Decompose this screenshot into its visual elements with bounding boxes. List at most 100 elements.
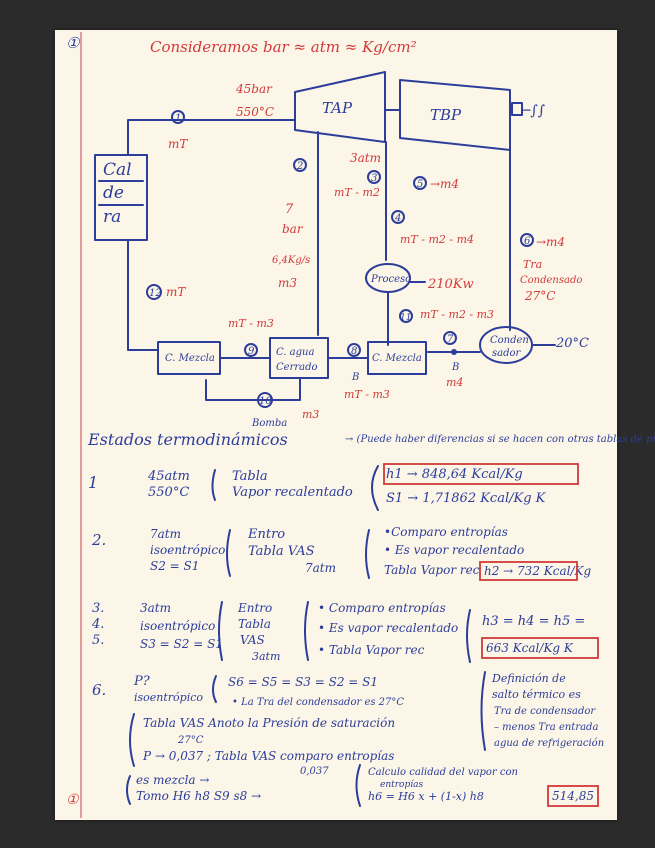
state1-label: 1 bbox=[88, 473, 98, 492]
cycle-diagram: Cal de ra TAP TBP ─∫∫ 45bar 550°C 1 mT 2… bbox=[95, 72, 589, 429]
state2-method-3: 7atm bbox=[305, 561, 336, 575]
state-3: 3 bbox=[371, 173, 377, 184]
state345-cond-1: 3atm bbox=[140, 601, 171, 615]
state345-cond-3: S3 = S2 = S1 bbox=[140, 637, 223, 651]
state345-value: 663 Kcal/Kg K bbox=[486, 641, 574, 655]
state-6: 6 bbox=[524, 236, 531, 247]
state-8: 8 bbox=[351, 346, 357, 357]
state345-method-2: Tabla bbox=[238, 617, 271, 631]
state345-note-2: • Es vapor recalentado bbox=[318, 621, 458, 635]
state-1: 1 bbox=[175, 113, 181, 124]
page-number: ① bbox=[66, 34, 81, 52]
state3-label: 3. bbox=[92, 601, 104, 616]
state2-method-1: Entro bbox=[247, 527, 285, 542]
mass-note: 6,4Kg/s bbox=[272, 255, 310, 266]
state2-note-2: • Es vapor recalentado bbox=[384, 543, 524, 557]
state2-cond-2: isoentrópico bbox=[150, 543, 225, 557]
process-heat: 210Kw bbox=[427, 277, 474, 292]
tra-note-3: 27°C bbox=[524, 289, 555, 303]
state1-enthalpy: h1 → 848,64 Kcal/Kg bbox=[386, 467, 523, 482]
lp-turbine-label: TBP bbox=[430, 106, 462, 124]
state4-label: 4. bbox=[91, 617, 104, 632]
state6-calc-result: 514,85 bbox=[552, 789, 594, 803]
state5-label: 5. bbox=[92, 633, 104, 648]
state-11: 11 bbox=[400, 313, 411, 323]
state-b-right: B bbox=[451, 362, 459, 373]
tra-note-2: Condensado bbox=[520, 275, 582, 286]
boiler-label-3: ra bbox=[103, 207, 121, 227]
state6-cond-2: isoentrópico bbox=[134, 691, 203, 704]
state2-note-3: Tabla Vapor rec bbox=[384, 563, 480, 577]
closed-heater-label-1: C. agua bbox=[276, 347, 314, 358]
state6-def-4: – menos Tra entrada bbox=[494, 722, 598, 733]
flow-5: →m4 bbox=[430, 177, 459, 191]
state6-entropy-eq: S6 = S5 = S3 = S2 = S1 bbox=[228, 675, 378, 689]
flow-9: mT - m3 bbox=[228, 317, 274, 330]
state1-method-2: Vapor recalentado bbox=[232, 485, 353, 500]
state6-p-under: 0,037 bbox=[300, 766, 329, 777]
flow-m4: m4 bbox=[446, 376, 463, 389]
boiler-label-1: Cal bbox=[103, 160, 132, 180]
flow-m2: m3 bbox=[278, 276, 297, 290]
condenser-temp: 20°C bbox=[555, 336, 589, 351]
state2-label: 2. bbox=[91, 531, 106, 549]
state6-calc-3: h6 = H6 x + (1-x) h8 bbox=[368, 790, 484, 803]
state6-mix-2: Tomo H6 h8 S9 s8 → bbox=[136, 789, 261, 803]
state-12: 12 bbox=[149, 288, 162, 299]
state6-label: 6. bbox=[92, 681, 106, 699]
state345-cond-2: isoentrópico bbox=[140, 619, 215, 633]
generator-icon: ─∫∫ bbox=[521, 103, 545, 119]
tra-note-1: Tra bbox=[523, 258, 542, 271]
state345-method-4: 3atm bbox=[252, 650, 280, 663]
state2-cond-3: S2 = S1 bbox=[150, 559, 199, 573]
highlight-boxes bbox=[384, 464, 598, 806]
flow-11: mT - m2 - m3 bbox=[420, 308, 494, 321]
state345-method-1: Entro bbox=[237, 601, 272, 615]
state6-def-2: salto térmico es bbox=[492, 688, 581, 701]
state1-entropy: S1 → 1,71862 Kcal/Kg K bbox=[386, 491, 547, 506]
state6-def-5: agua de refrigeración bbox=[494, 738, 604, 749]
state1-pressure: 45atm bbox=[147, 469, 190, 484]
hp-turbine-label: TAP bbox=[322, 99, 353, 117]
boiler-label-2: de bbox=[103, 183, 124, 203]
state2-method-2: Tabla VAS bbox=[248, 544, 315, 559]
state345-note-3: • Tabla Vapor rec bbox=[318, 643, 425, 657]
state1-method-1: Tabla bbox=[232, 469, 268, 484]
footer-mark: ① bbox=[66, 792, 80, 808]
state1-temp: 550°C bbox=[148, 485, 189, 500]
state-4: 4 bbox=[394, 213, 401, 224]
section-title: Estados termodinámicos bbox=[87, 430, 288, 449]
state345-method-3: VAS bbox=[240, 633, 265, 647]
state6-temp-under: 27°C bbox=[177, 735, 204, 746]
state6-def-1: Definición de bbox=[491, 672, 566, 685]
state6-mix-1: es mezcla → bbox=[136, 773, 209, 787]
state-7: 7 bbox=[447, 334, 454, 345]
flow-12: mT bbox=[166, 285, 186, 299]
state-9: 9 bbox=[248, 346, 255, 357]
closed-heater-label-2: Cerrado bbox=[276, 362, 318, 373]
inlet-pressure: 45bar bbox=[235, 82, 273, 96]
state6-def-3: Tra de condensador bbox=[494, 706, 596, 717]
process-label: Proceso bbox=[370, 274, 411, 285]
mixer-left-label: C. Mezcla bbox=[165, 353, 215, 364]
state6-method-line: Tabla VAS Anoto la Presión de saturación bbox=[143, 716, 395, 730]
state6-cond-1: P? bbox=[133, 674, 151, 689]
state6-calc-1: Calculo calidad del vapor con bbox=[368, 767, 518, 778]
state6-temp-note: • La Tra del condensador es 27°C bbox=[232, 697, 404, 708]
flow-8: mT - m3 bbox=[344, 388, 390, 401]
flow-10: m3 bbox=[302, 408, 319, 421]
flow-3: mT - m2 bbox=[334, 186, 380, 199]
inlet-temp: 550°C bbox=[236, 105, 274, 119]
extraction-pressure: 3atm bbox=[350, 151, 381, 165]
mixer-right-label: C. Mezcla bbox=[372, 353, 422, 364]
state345-result: h3 = h4 = h5 = bbox=[482, 614, 585, 629]
state2-note-1: •Comparo entropías bbox=[384, 525, 508, 539]
flow-1: mT bbox=[168, 137, 188, 151]
state-2: 2 bbox=[296, 161, 303, 172]
flow-4: mT - m2 - m4 bbox=[400, 233, 474, 246]
section-note: → (Puede haber diferencias si se hacen c… bbox=[345, 434, 655, 445]
flow-6: →m4 bbox=[536, 235, 565, 249]
bleed-pressure-value: 7 bbox=[285, 202, 294, 217]
state6-p-line: P → 0,037 ; Tabla VAS comparo entropías bbox=[142, 749, 394, 763]
